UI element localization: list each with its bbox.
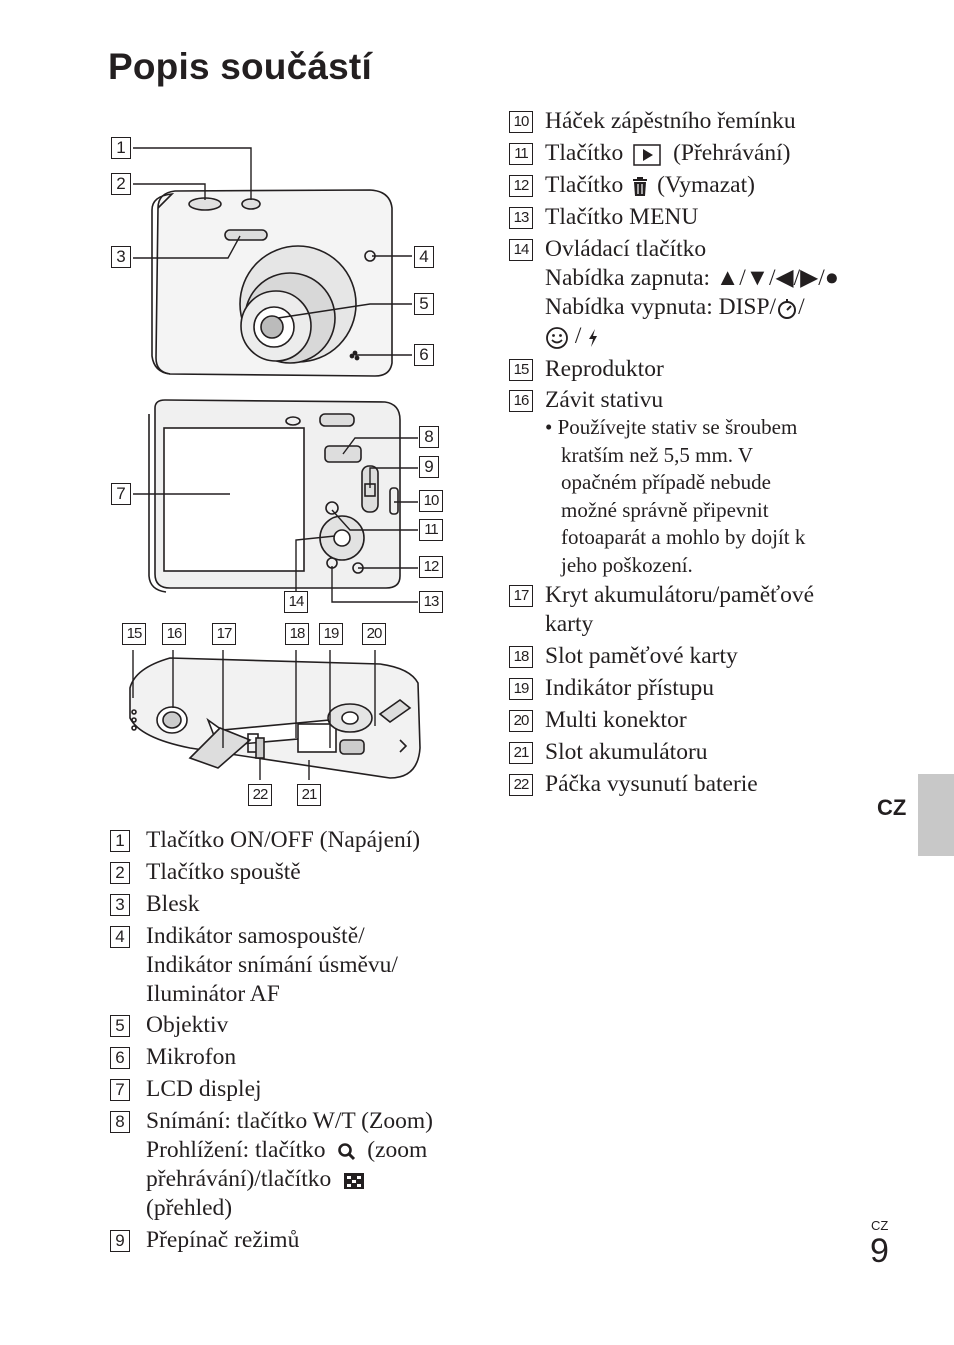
callout-22: 22 [248, 784, 272, 806]
callout-15: 15 [122, 623, 146, 645]
callout-4: 4 [414, 246, 434, 268]
callout-14: 14 [284, 591, 308, 613]
trash-icon [633, 176, 648, 196]
language-side-tab [918, 774, 954, 856]
play-icon [633, 143, 661, 166]
callout-18: 18 [285, 623, 309, 645]
callout-7: 7 [111, 483, 131, 505]
callout-17: 17 [212, 623, 236, 645]
callout-12: 12 [419, 556, 443, 578]
callout-13: 13 [419, 591, 443, 613]
callout-20: 20 [362, 623, 386, 645]
callout-9: 9 [419, 456, 439, 478]
footer-language: CZ [871, 1218, 889, 1233]
callout-6: 6 [414, 344, 434, 366]
magnifier-icon [338, 1142, 356, 1160]
camera-bottom-view [129, 657, 421, 779]
callout-16: 16 [162, 623, 186, 645]
callout-1: 1 [111, 137, 131, 159]
callout-11: 11 [419, 519, 443, 541]
callout-2: 2 [111, 173, 131, 195]
camera-illustrations [129, 147, 421, 780]
leader-lines [132, 147, 418, 780]
language-label: CZ [877, 795, 907, 820]
camera-back-view [148, 399, 401, 593]
page-number: 9 [870, 1232, 889, 1270]
index-grid-icon [344, 1172, 365, 1189]
tripod-note: • Používejte stativ se šroubem kratším n… [545, 415, 806, 577]
page-title: Popis součástí [108, 46, 372, 87]
self-timer-icon [778, 298, 797, 319]
camera-front-view [151, 189, 393, 377]
callout-10: 10 [419, 490, 443, 512]
callout-5: 5 [414, 293, 434, 315]
flash-icon [589, 328, 598, 347]
callout-19: 19 [319, 623, 343, 645]
callout-8: 8 [419, 426, 439, 448]
callout-21: 21 [297, 784, 321, 806]
smile-icon [546, 326, 568, 349]
callout-3: 3 [111, 246, 131, 268]
